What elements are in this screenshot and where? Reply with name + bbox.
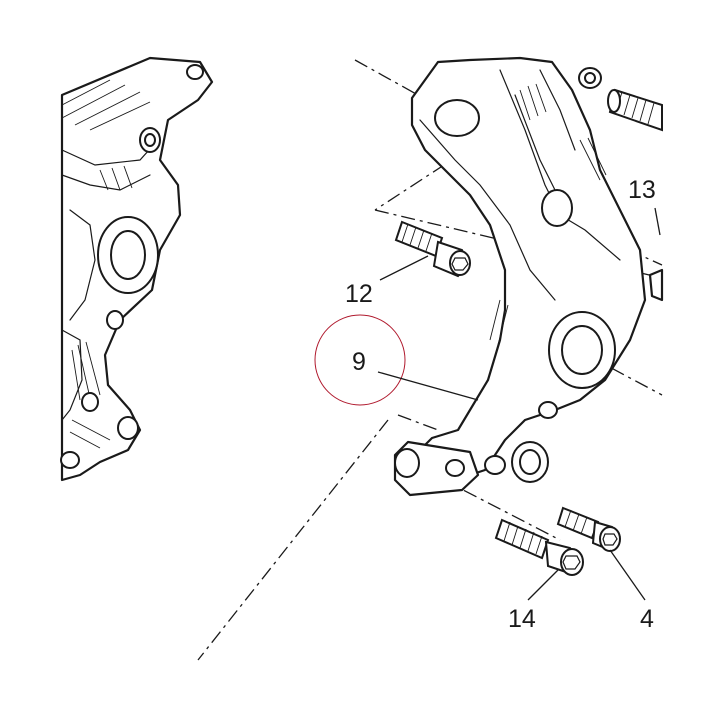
bolt-part-13	[578, 67, 663, 132]
left-frame-bracket	[60, 56, 214, 482]
bolt-part-14	[494, 518, 584, 576]
bolt-part-12	[394, 220, 471, 278]
callout-14: 14	[508, 605, 536, 633]
footrest-bracket-part-9	[393, 56, 664, 497]
callout-13: 13	[628, 176, 656, 204]
callout-9: 9	[352, 348, 366, 376]
callout-4: 4	[640, 605, 654, 633]
leader-lines	[377, 207, 661, 601]
callout-12: 12	[345, 280, 373, 308]
bolt-part-4	[556, 506, 621, 552]
highlight-circle	[314, 314, 406, 406]
